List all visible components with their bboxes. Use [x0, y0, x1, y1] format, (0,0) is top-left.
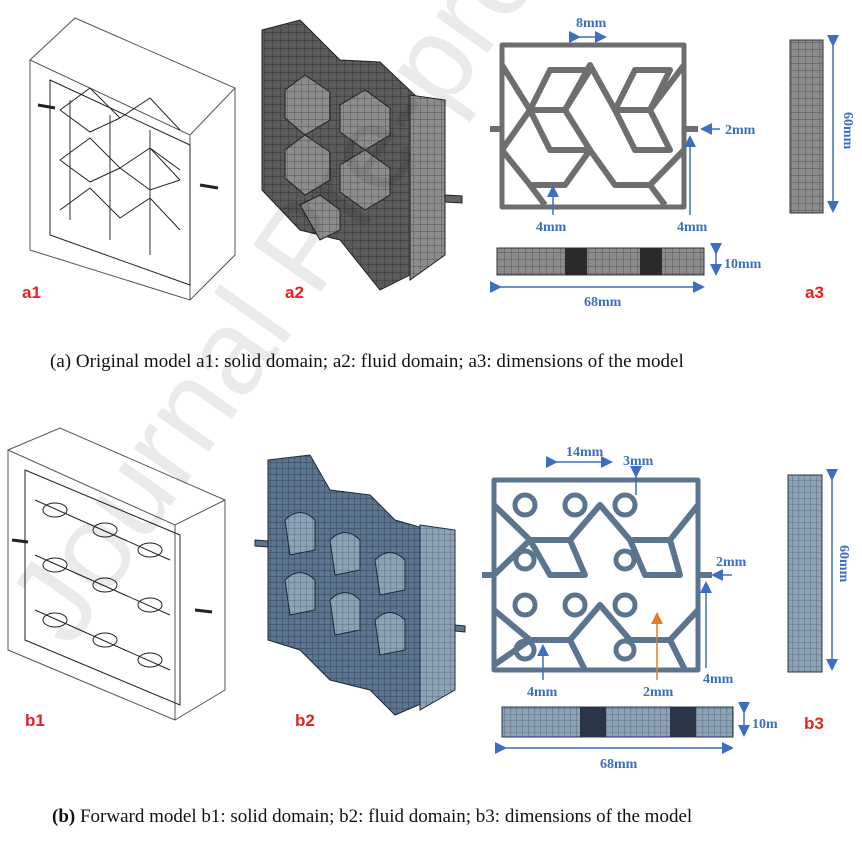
b3-thickness-strip: [501, 706, 734, 738]
b3-label: b3: [804, 714, 824, 733]
caption-a-text: Original model a1: solid domain; a2: flu…: [71, 351, 684, 372]
caption-b: (b) Forward model b1: solid domain; b2: …: [52, 806, 692, 827]
a3-outlet-stub: [684, 126, 698, 132]
a3-thickness-strip: [496, 247, 705, 276]
a1-label: a1: [22, 283, 41, 302]
caption-b-prefix: (b): [52, 806, 75, 827]
b3-side-strip: [787, 474, 823, 673]
b3-thickness: 10m: [752, 717, 778, 732]
b3-height: 60mm: [836, 545, 851, 583]
a3-channel-sketch: [499, 42, 687, 210]
a3-thickness: 10mm: [724, 257, 762, 272]
b3-left-gap: 4mm: [527, 685, 558, 700]
a3-right-gap: 4mm: [677, 220, 708, 235]
b3-top-gap: 3mm: [623, 454, 654, 469]
b3-mid-gap: 2mm: [643, 685, 674, 700]
a3-label: a3: [805, 283, 824, 302]
b1-solid-wireframe: [6, 427, 227, 721]
b2-label: b2: [295, 711, 315, 730]
a3-height: 60mm: [840, 112, 855, 150]
a1-solid-wireframe: [29, 17, 236, 301]
caption-b-text: Forward model b1: solid domain; b2: flui…: [75, 806, 692, 827]
caption-a-prefix: (a): [50, 351, 71, 372]
a3-top-width: 8mm: [576, 16, 607, 31]
a3-length: 68mm: [584, 295, 622, 310]
b3-inlet-dim: 2mm: [716, 555, 747, 570]
a2-label: a2: [285, 283, 304, 302]
a3-side-strip: [789, 39, 824, 214]
a3-inlet-dim: 2mm: [725, 123, 756, 138]
b3-top-width: 14mm: [566, 445, 604, 460]
b3-right-gap: 4mm: [703, 672, 734, 687]
b3-forward-loops: [512, 492, 638, 662]
b1-label: b1: [25, 711, 45, 730]
b2-fluid-mesh: [254, 454, 466, 716]
a3-inlet-stub: [490, 126, 504, 132]
a3-left-gap: 4mm: [536, 220, 567, 235]
caption-a: (a) Original model a1: solid domain; a2:…: [50, 351, 684, 372]
b3-length: 68mm: [600, 757, 638, 772]
b3-outlet-stub: [698, 572, 712, 578]
b3-inlet-stub: [482, 572, 496, 578]
a2-fluid-mesh: [261, 19, 463, 291]
